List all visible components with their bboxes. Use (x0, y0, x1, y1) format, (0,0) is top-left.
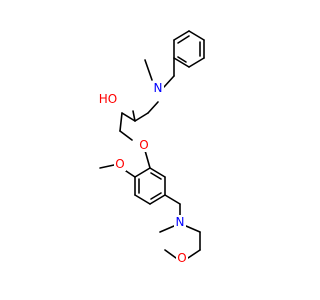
atom-label-o-methoxy-aryl: O (114, 157, 126, 171)
oxygen-label-ether: O (139, 138, 148, 152)
methoxyethyl-chain-bonds (164, 231, 201, 259)
atom-label-n-amine: N (174, 215, 186, 229)
nitrogen-label-benzyl: N (154, 81, 163, 95)
benzyl-amine-bonds (144, 57, 175, 114)
atom-label-ho: HO (98, 92, 118, 106)
atom-label-n-benzyl: N (152, 81, 164, 95)
propanol-chain-bonds (119, 110, 149, 132)
oxygen-label-methoxy-aryl: O (115, 157, 124, 171)
oxygen-label-methoxy-chain: O (177, 251, 186, 265)
hydroxyl-label: HO (99, 92, 117, 106)
atom-label-o-ether: O (138, 138, 150, 152)
molecule-structure: HO N O O N O (98, 30, 205, 265)
benzene-ring-center (134, 167, 166, 205)
atom-label-o-methoxy-chain: O (176, 251, 188, 265)
aryl-methoxy-bonds (99, 164, 136, 178)
phenyl-ring-top (173, 30, 205, 68)
nitrogen-label-amine: N (176, 215, 185, 229)
